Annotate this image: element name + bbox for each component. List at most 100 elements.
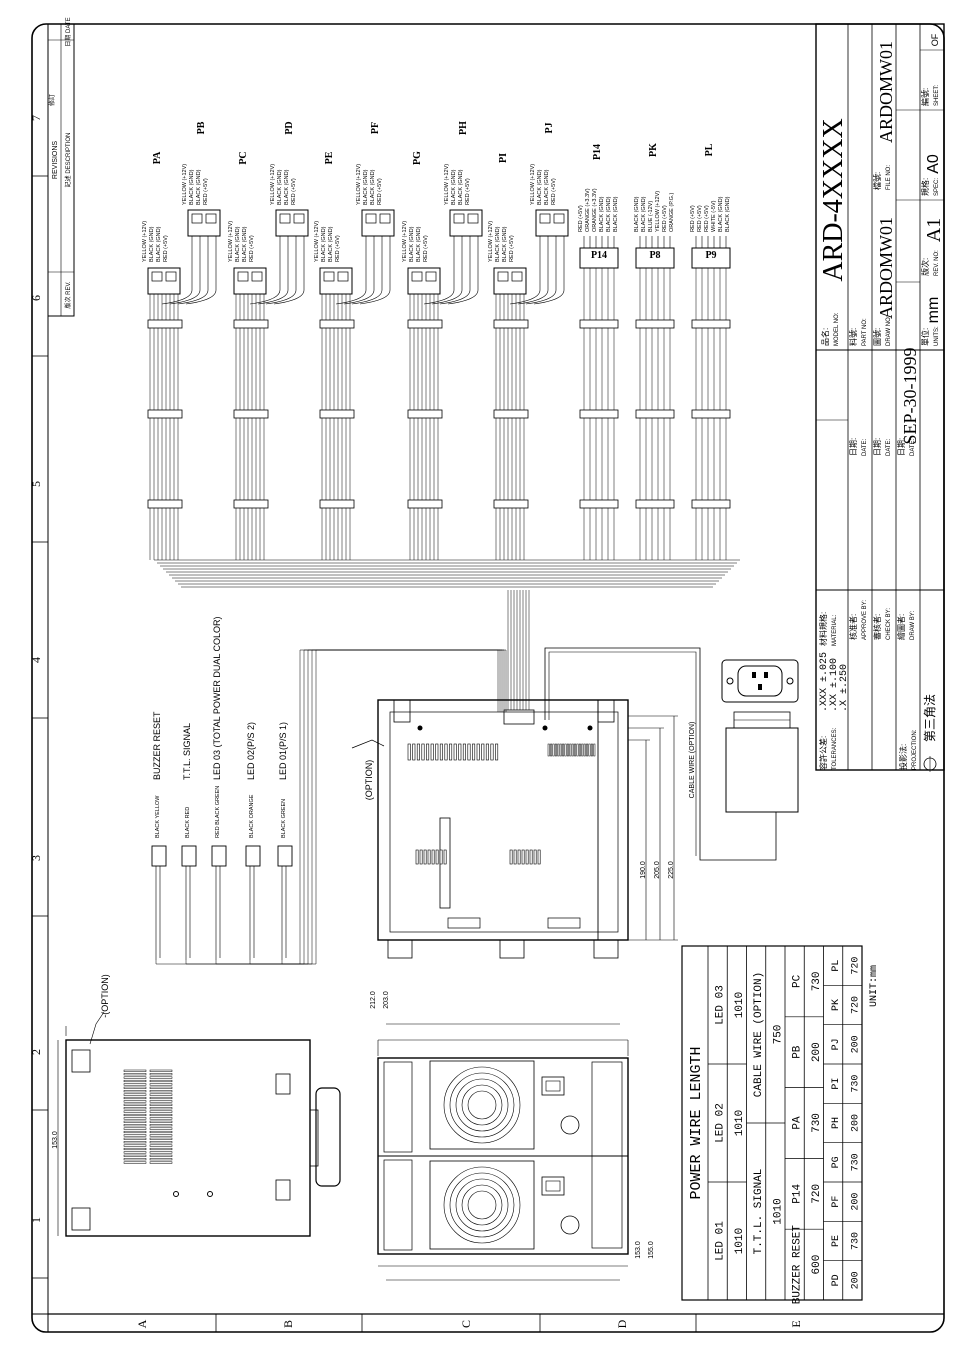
title-part-label: PART NO: <box>862 318 868 346</box>
title-drawno-value: ARDOMW01 <box>876 217 896 319</box>
signal-colors: BLACK ORANGE <box>249 794 255 838</box>
wire-label: RED (+5V) <box>465 178 471 205</box>
title-projection-value: 第三角法 <box>923 694 937 742</box>
title-model-cn: 品名: <box>820 328 830 346</box>
wire-label: BLACK (GND) <box>321 226 327 262</box>
title-draw-label: DRAW BY: <box>910 611 916 640</box>
wire-label: BLACK (GND) <box>606 196 612 232</box>
signal-colors: BLACK RED <box>185 807 191 838</box>
wire-label: YELLOW (+12V) <box>228 221 234 262</box>
table-cell: PB <box>792 1045 804 1059</box>
signal-colors: RED BLACK GREEN <box>215 786 221 838</box>
connector-pb: YELLOW (+12V)BLACK (GND)BLACK (GND)RED (… <box>161 121 221 305</box>
table-cell: LED 03 <box>715 985 727 1025</box>
connector-id: PL <box>704 143 715 156</box>
table-cell: PC <box>792 974 804 988</box>
wire-label: BLACK (GND) <box>458 169 464 205</box>
front-dimensions <box>377 1023 629 1281</box>
title-rev-value: A1 <box>923 218 945 242</box>
option-label-2: -(OPTION) <box>100 974 110 1018</box>
title-model-value: ARD-4XXXX <box>818 118 849 281</box>
table-cell: 1010 <box>772 1198 784 1224</box>
wire-label: YELLOW (+12V) <box>356 164 362 205</box>
side-dimensions <box>628 715 678 941</box>
connector-id: PK <box>648 143 659 157</box>
wire-label: RED (+5V) <box>377 178 383 205</box>
signal-colors: BLACK YELLOW <box>155 795 161 838</box>
title-file-cn: 檔號: <box>872 172 882 190</box>
connector-id: PH <box>458 121 469 135</box>
connector-id: PG <box>412 151 423 165</box>
signal-wire: BLACK RED T.T.L. SIGNAL <box>181 723 197 960</box>
wire-label: RED (+5V) <box>509 235 515 262</box>
table-cell: PG <box>831 1156 842 1168</box>
wire-label: RED (+5V) <box>335 235 341 262</box>
table-cell: 730 <box>850 1075 861 1093</box>
revisions-col-desc: 記述 DESCRIPTION <box>64 133 72 188</box>
wire-label: BLACK (GND) <box>725 196 731 232</box>
title-spec-value: A0 <box>925 154 942 174</box>
connector-id: PC <box>238 151 249 164</box>
title-date-label: DATE: <box>862 438 868 456</box>
wire-label: BLACK (GND) <box>495 226 501 262</box>
wire-label: YELLOW (+12V) <box>142 221 148 262</box>
signal-label: T.T.L. SIGNAL <box>182 723 192 780</box>
zone-number: 6 <box>29 295 43 301</box>
connector-label: P14 <box>591 250 607 261</box>
psu-top-view <box>65 1039 341 1237</box>
wire-label: BLACK (GND) <box>284 169 290 205</box>
title-sheet-label: SHEET: <box>934 85 940 106</box>
wire-label: ORANGE (+3.3V) <box>585 188 591 232</box>
title-check-label: CHECK BY: <box>886 608 892 640</box>
psu-front-view <box>377 1057 629 1255</box>
title-material-cn: 材料規格: <box>818 612 828 646</box>
title-projection-cn: 投影法: <box>898 744 908 770</box>
signal-label: LED 03 (TOTAL POWER DUAL COLOR) <box>212 616 222 780</box>
zone-number: 4 <box>29 657 43 663</box>
wire-label: YELLOW (+12V) <box>655 191 661 232</box>
table-cell: PI <box>831 1078 842 1090</box>
table-cell: PD <box>831 1274 842 1286</box>
title-rev-label: REV. NO: <box>934 250 940 276</box>
zone-letter: D <box>615 1319 629 1328</box>
zone-letter: C <box>459 1320 473 1328</box>
title-sheet-value: OF <box>930 33 940 46</box>
zone-number: 3 <box>29 855 43 861</box>
zone-number: 2 <box>29 1049 43 1055</box>
table-cell: PJ <box>831 1038 842 1050</box>
title-date-label-3: DATE: <box>910 438 916 456</box>
title-file-value: ARDOMW01 <box>876 41 896 143</box>
connector-id: P14 <box>592 144 603 160</box>
title-date-cn-3: 日期: <box>897 438 906 456</box>
table-cell: CABLE WIRE (OPTION) <box>753 972 765 1097</box>
connector-id: PA <box>152 151 163 164</box>
wire-label: RED (+5V) <box>249 235 255 262</box>
wire-label: RED (+5V) <box>690 205 696 232</box>
table-cell: LED 02 <box>715 1103 727 1143</box>
title-file-label: FILE NO: <box>886 165 892 190</box>
zone-number: 5 <box>29 481 43 487</box>
connector-pi: YELLOW (+12V)BLACK (GND)BLACK (GND)RED (… <box>488 153 529 560</box>
ac-inlet <box>721 659 799 703</box>
connector-id: PJ <box>544 122 555 133</box>
table-cell: 730 <box>850 1232 861 1250</box>
wire-label: ORANGE (P.G.) <box>669 193 675 232</box>
table-cell: 720 <box>811 1184 823 1204</box>
connector-id: PF <box>370 122 381 134</box>
zone-letter: E <box>789 1320 803 1327</box>
wire-label: BLACK (GND) <box>328 226 334 262</box>
title-date-cn-2: 日期: <box>873 438 882 456</box>
wire-label: BLACK (GND) <box>189 169 195 205</box>
table-cell: PA <box>792 1116 804 1130</box>
zone-number: 7 <box>29 115 43 121</box>
wire-label: BLACK (GND) <box>544 169 550 205</box>
title-model-label: MODEL NO: <box>834 312 840 346</box>
wire-label: RED (+5V) <box>291 178 297 205</box>
wire-label: YELLOW (+12V) <box>488 221 494 262</box>
connector-label: P8 <box>649 250 660 261</box>
wire-label: RED (+5V) <box>662 205 668 232</box>
dim-190: 190.0 <box>640 861 647 879</box>
